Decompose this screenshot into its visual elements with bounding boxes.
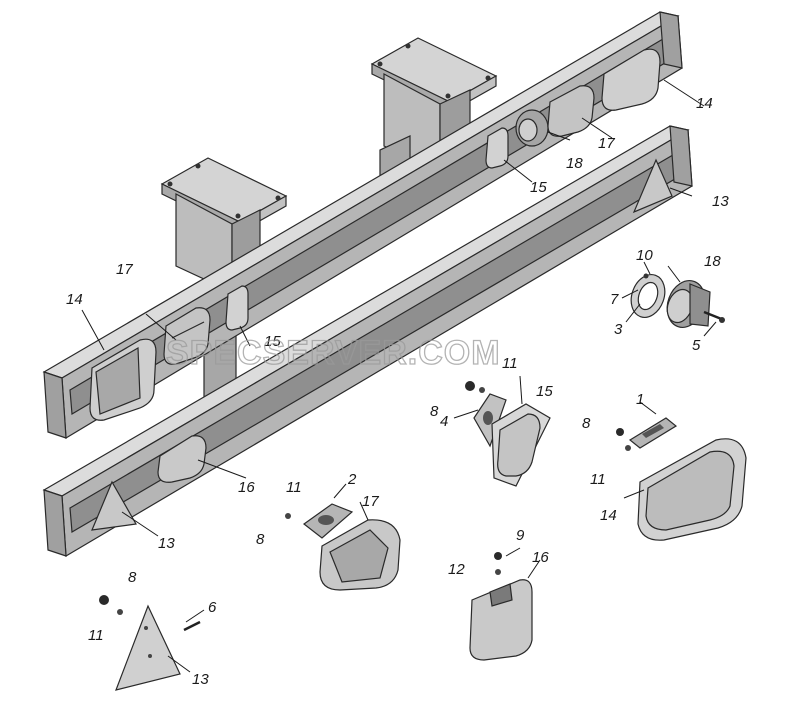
nut-side [494,552,502,560]
washer-small [643,273,649,279]
callout-14b: 14 [66,291,83,308]
callout-13b: 13 [158,535,175,552]
rear-lamp-right [601,48,661,111]
callout-labels: 1 2 3 4 5 6 7 8 8 8 8 9 10 11 11 11 11 1… [66,95,729,688]
callout-13c: 13 [192,671,209,688]
reflector-lower-right [632,158,673,214]
washer-fog [285,513,291,519]
callout-8c: 8 [256,531,265,548]
callout-14a: 14 [696,95,713,112]
callout-18a: 18 [566,155,583,172]
callout-15b: 15 [264,333,281,350]
side-lamp-exploded [469,579,533,661]
callout-9: 9 [516,527,525,544]
screw-reflector [183,620,201,632]
callout-14c: 14 [600,507,617,524]
marker-lamp-upper-left [225,285,249,331]
callout-11c: 11 [286,479,302,496]
callout-17a: 17 [598,135,615,152]
washer-side [495,569,501,575]
fog-lamp-exploded [319,519,401,591]
callout-11a: 11 [502,355,518,372]
callout-12: 12 [448,561,465,578]
reflector-lower-left [91,480,137,531]
marker-lamp-exploded [491,403,551,487]
rear-lamp-left [89,338,157,421]
callout-7: 7 [610,291,619,308]
callout-17c: 17 [362,493,379,510]
callout-1: 1 [636,391,644,408]
callout-8a: 8 [430,403,439,420]
washer-center [479,387,485,393]
round-lamp-upper [515,109,549,147]
callout-13a: 13 [712,193,729,210]
screw-lamp [703,310,725,323]
callout-16b: 16 [532,549,549,566]
washer-right [625,445,631,451]
nut-reflector [99,595,109,605]
callout-8b: 8 [582,415,591,432]
rear-lamp-exploded [637,438,747,541]
marker-lamp-upper-right [485,127,509,169]
fog-lamp-upper-left [163,307,211,365]
callout-11b: 11 [590,471,606,488]
callout-4: 4 [440,413,448,430]
callout-17b: 17 [116,261,133,278]
round-lamp-exploded [666,280,711,328]
callout-15c: 15 [536,383,553,400]
callout-2: 2 [347,471,357,488]
fog-lamp-upper-right [547,85,595,137]
callout-10: 10 [636,247,653,264]
reflector-exploded [115,604,181,691]
lower-bumper-beam [42,125,693,558]
bracket-plate-fog [302,503,354,539]
callout-18b: 18 [704,253,721,270]
callout-8d: 8 [128,569,137,586]
washer-reflector [117,609,123,615]
callout-16a: 16 [238,479,255,496]
callout-3: 3 [614,321,623,338]
bracket-plate-center [473,393,507,448]
mounting-plate-right [628,417,678,449]
leader-lines [81,79,717,673]
callout-6: 6 [208,599,217,616]
callout-11d: 11 [88,627,104,644]
nut-right [616,428,624,436]
callout-5: 5 [692,337,701,354]
callout-15a: 15 [530,179,547,196]
side-lamp-lower [157,435,207,483]
watermark-text: SPECSERVER.COM [166,334,501,372]
nut-center [465,381,475,391]
gasket-ring [630,274,666,318]
